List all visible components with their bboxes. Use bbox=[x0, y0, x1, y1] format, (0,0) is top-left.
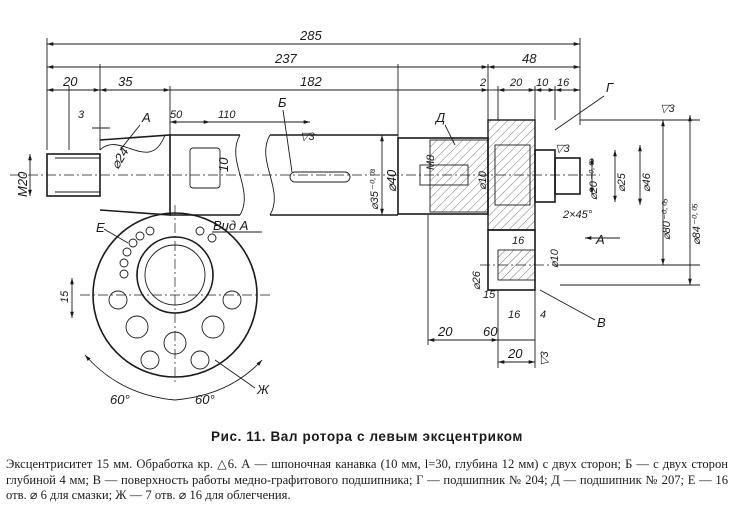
dim-48: 48 bbox=[522, 51, 537, 66]
dim-phi10b: ⌀10 bbox=[549, 248, 561, 268]
label-b: Б bbox=[278, 95, 287, 110]
dim-20c: 20 bbox=[437, 324, 453, 339]
diameter-dimensions: M20 ⌀24 10 ⌀35⁻⁰·⁰³ ⌀40 M8 ⌀10 ⌀20⁻⁰·⁰³ … bbox=[15, 115, 703, 286]
rough-mark-1: ▽3 bbox=[300, 131, 315, 143]
dim-key10: 10 bbox=[216, 157, 231, 172]
dim-60: 60 bbox=[483, 324, 498, 339]
label-v: В bbox=[597, 315, 606, 330]
dim-m8: M8 bbox=[425, 154, 437, 170]
dim-20d: 20 bbox=[507, 346, 523, 361]
label-d: Д bbox=[434, 110, 445, 125]
dim-phi40: ⌀40 bbox=[384, 169, 399, 192]
dim-16b: 16 bbox=[508, 309, 521, 321]
dim-phi24: ⌀24 bbox=[108, 145, 132, 172]
eccentric-detail: ⌀26 ⌀10 16 16 4 15 20 60 20 bbox=[427, 215, 561, 368]
shaft-body bbox=[10, 119, 600, 231]
angle-60a: 60° bbox=[110, 392, 130, 407]
dim-16a: 16 bbox=[512, 235, 525, 247]
dim-phi10: ⌀10 bbox=[477, 170, 489, 190]
dim-phi20: ⌀20⁻⁰·⁰³ bbox=[588, 159, 600, 200]
dim-20b: 20 bbox=[509, 77, 523, 89]
dim-35: 35 bbox=[118, 74, 133, 89]
dim-phi26: ⌀26 bbox=[471, 270, 483, 290]
label-arrow-a: А bbox=[595, 232, 605, 247]
label-g: Г bbox=[606, 80, 614, 95]
label-view-a: Вид А bbox=[213, 218, 248, 233]
rough-mark-3: ▽3 bbox=[660, 103, 675, 115]
label-zh: Ж bbox=[256, 382, 270, 397]
dim-phi25: ⌀25 bbox=[616, 172, 628, 192]
dim-20: 20 bbox=[62, 74, 78, 89]
rough-mark-2: ▽3 bbox=[555, 143, 570, 155]
dim-182: 182 bbox=[300, 74, 322, 89]
callout-labels: А Б Г Д В А bbox=[119, 80, 620, 330]
angle-60b: 60° bbox=[195, 392, 215, 407]
dim-phi46: ⌀46 bbox=[641, 172, 653, 192]
dim-16: 16 bbox=[557, 77, 570, 89]
figure-caption: Рис. 11. Вал ротора с левым эксцентриком bbox=[210, 429, 524, 444]
dim-phi84: ⌀84⁻⁰·⁰⁵ bbox=[691, 203, 703, 245]
dim-m20: M20 bbox=[15, 171, 30, 197]
dim-285: 285 bbox=[299, 28, 322, 43]
label-e: Е bbox=[96, 220, 105, 235]
dim-2: 2 bbox=[479, 77, 486, 89]
dim-10: 10 bbox=[536, 77, 549, 89]
shaft-drawing: 285 237 48 20 35 182 2 20 10 16 3 50 110 bbox=[10, 28, 703, 407]
figure-note: Эксцентриситет 15 мм. Обработка кр. △6. … bbox=[6, 457, 728, 502]
view-a: Вид А Е Ж 15 60° 60° bbox=[59, 205, 270, 407]
dim-50: 50 bbox=[170, 109, 183, 121]
dim-4: 4 bbox=[540, 309, 546, 321]
dim-chamfer: 2×45° bbox=[562, 209, 593, 221]
dim-3: 3 bbox=[78, 109, 85, 121]
dim-15b: 15 bbox=[483, 289, 496, 301]
dim-phi35: ⌀35⁻⁰·⁰³ bbox=[369, 169, 381, 210]
dim-237: 237 bbox=[274, 51, 297, 66]
dim-110: 110 bbox=[218, 109, 236, 121]
top-dimensions: 285 237 48 20 35 182 2 20 10 16 3 50 110 bbox=[46, 28, 581, 150]
label-a: А bbox=[141, 110, 151, 125]
rough-mark-4: ▽3 bbox=[539, 351, 551, 366]
dim-15: 15 bbox=[59, 290, 71, 303]
roughness-marks: ▽3 ▽3 ▽3 ▽3 bbox=[300, 103, 675, 366]
